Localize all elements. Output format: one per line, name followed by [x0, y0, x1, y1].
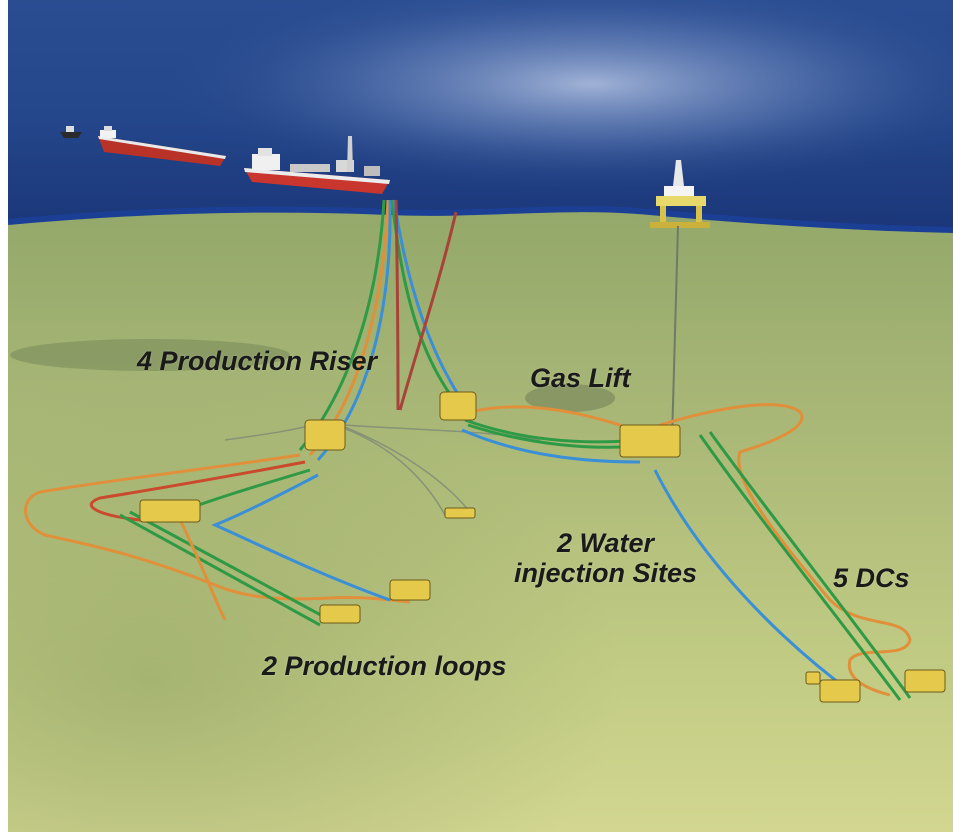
- drilling-rig-icon: [650, 160, 710, 228]
- shuttle-tanker-icon: [98, 126, 226, 166]
- template-riser-base-left: [304, 419, 346, 451]
- left-margin: [0, 0, 8, 832]
- rig-riser: [671, 225, 679, 441]
- label-production-riser: 4 Production Riser: [137, 346, 378, 376]
- template-riser-base-right: [439, 391, 477, 421]
- subsea-template-icons: [139, 391, 946, 703]
- waterline: [7, 206, 953, 233]
- template-dc-west: [805, 671, 821, 685]
- gas-lift-riser: [398, 211, 458, 411]
- gas-lift-shadow: [525, 384, 615, 412]
- support-boat-icon: [60, 126, 82, 138]
- left-production-loops: [24, 453, 411, 627]
- template-production-left: [139, 499, 201, 523]
- label-water-injection: 2 Water injection Sites: [514, 528, 697, 588]
- fpso-vessel-icon: [244, 136, 390, 194]
- template-dc-cluster: [819, 679, 861, 703]
- sun-glare: [0, 0, 953, 240]
- template-dc-cluster-east: [904, 669, 946, 693]
- template-water-injection: [619, 424, 681, 458]
- template-jumper-end: [444, 507, 476, 519]
- label-dcs: 5 DCs: [833, 563, 910, 593]
- label-water-injection-line1: 2 Water: [557, 528, 655, 558]
- riser-shadow: [10, 339, 290, 371]
- label-gas-lift: Gas Lift: [530, 363, 631, 393]
- template-production-south: [389, 579, 431, 601]
- label-production-loops: 2 Production loops: [262, 651, 507, 681]
- template-production-west: [319, 604, 361, 624]
- label-water-injection-line2: injection Sites: [514, 558, 698, 588]
